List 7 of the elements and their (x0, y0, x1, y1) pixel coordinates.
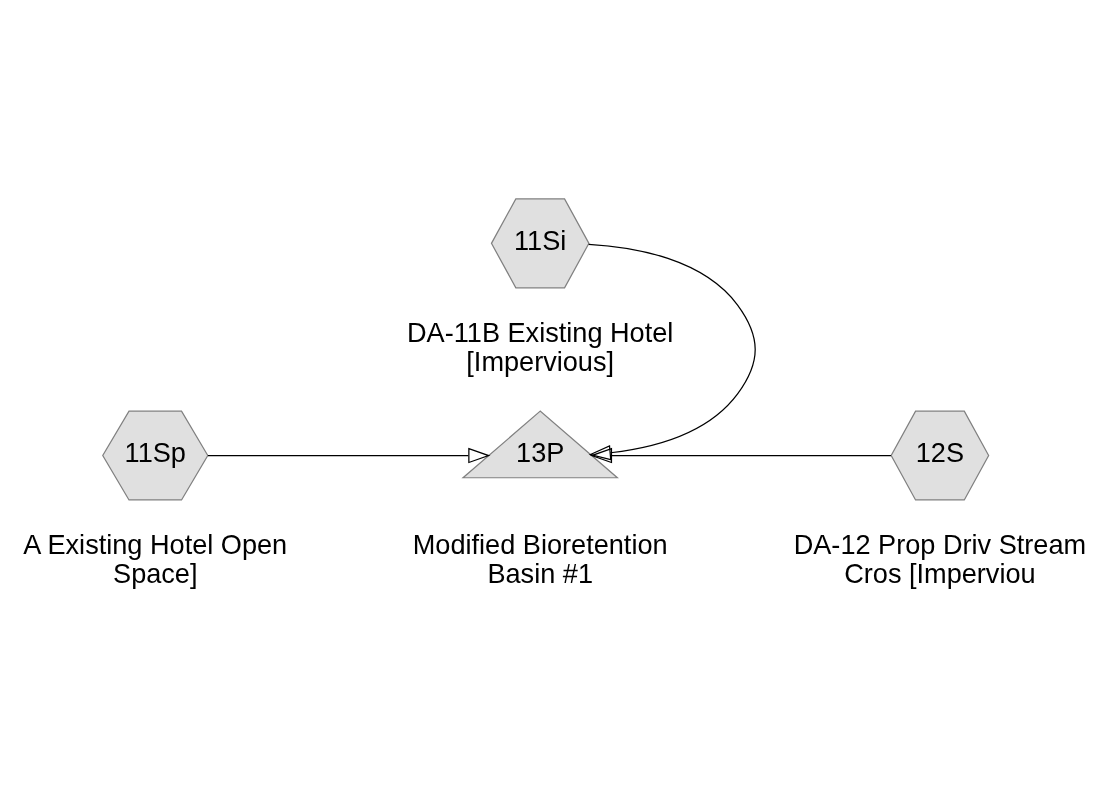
node-label: DA-11B Existing Hotel [Impervious] (407, 316, 674, 377)
arrow (207, 447, 491, 463)
node-label: A Existing Hotel Open Space] (23, 528, 288, 589)
arrow (588, 243, 756, 460)
node-label: Modified Bioretention Basin #1 (412, 528, 668, 589)
node-label: DA-12 Prop Driv Stream Cros [Imperviou (793, 528, 1087, 589)
arrow (589, 447, 892, 463)
